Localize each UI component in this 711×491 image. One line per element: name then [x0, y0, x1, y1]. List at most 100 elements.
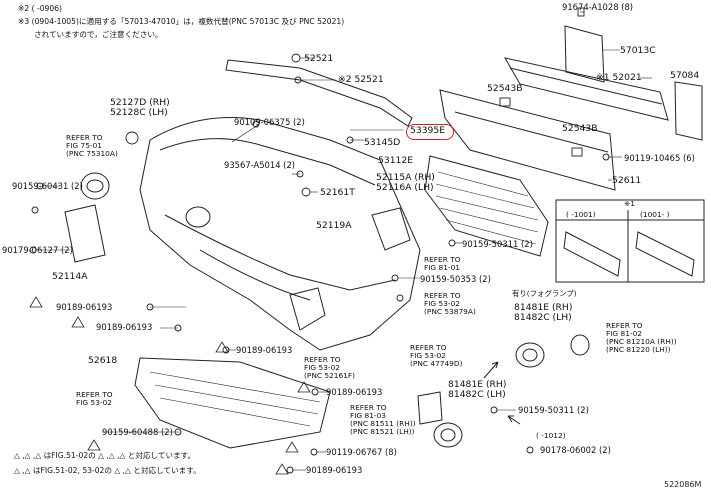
ref-label: REFER TO — [410, 343, 447, 352]
part-52114A: 52114A — [52, 271, 88, 282]
lower-grille — [424, 155, 549, 257]
part-90119-06767: 90119-06767 (8) — [326, 447, 397, 457]
fog-lamp-bezel — [417, 391, 443, 425]
front-bumper-cover — [139, 117, 421, 351]
ref-fig-81-02[interactable]: REFER TO FIG 81-02 (PNC 81210A (RH)) (PN… — [606, 322, 677, 354]
fog-lamp-cover — [570, 334, 590, 356]
part-57084: 57084 — [670, 70, 700, 81]
lower-cover — [134, 357, 331, 449]
inset-left-range: ( -1001) — [566, 210, 596, 219]
ref-label: REFER TO — [424, 255, 461, 264]
part-81481E: 81481E (RH) — [514, 302, 573, 313]
ref-pnc: (PNC 47749D) — [410, 359, 463, 368]
part-90159-50311-b: 90159-50311 (2) — [518, 405, 589, 415]
part-52021: ※1 52021 — [596, 72, 642, 83]
part-90189-d: 90189-06193 — [326, 387, 383, 397]
ref-label: REFER TO — [304, 355, 341, 364]
ref-pnc: (PNC 81210A (RH)) — [606, 337, 677, 346]
reinforcement-bracket — [564, 25, 605, 83]
ref-pnc: (PNC 75310A) — [66, 149, 118, 158]
part-90189-c: 90189-06193 — [236, 345, 293, 355]
part-91674: 91674-A1028 (8) — [562, 2, 634, 12]
part-81482C: 81482C (LH) — [514, 312, 572, 323]
ref-fig-53-02-b[interactable]: REFER TO FIG 53-02 (PNC 47749D) — [410, 344, 462, 368]
ref-label: REFER TO — [66, 133, 103, 142]
part-52128C: 52128C (LH) — [110, 107, 168, 118]
part-90159-50311-a: 90159-50311 (2) — [462, 239, 533, 249]
ref-fig: FIG 81-02 — [606, 329, 642, 338]
ref-fig: FIG 81-03 — [350, 411, 386, 420]
fog-lamp-upper — [515, 342, 545, 368]
ref-fig: FIG 53-02 — [76, 398, 112, 407]
license-bracket — [64, 204, 106, 263]
part-81482C-lower: 81482C (LH) — [448, 389, 506, 400]
energy-absorber — [439, 89, 616, 191]
part-52119A: 52119A — [316, 220, 352, 231]
part-52521-alt: ※2 52521 — [338, 74, 384, 85]
part-90159-60431: 90159-60431 (2) — [12, 181, 83, 191]
part-52543B-upper: 52543B — [487, 83, 523, 94]
bottom-note-1: △ ,△ ,△ はFIG.51-02の △ ,△ ,△ と対応しています。 — [14, 451, 196, 460]
part-52543B-lower: 52543B — [562, 123, 598, 134]
part-90189-b: 90189-06193 — [96, 322, 153, 332]
fog-lamp-label: 有り(フォグランプ) — [512, 289, 577, 298]
fog-lamp-lower — [433, 422, 463, 448]
inset-frame — [555, 199, 705, 283]
ref-fig: FIG 53-02 — [410, 351, 446, 360]
part-90179: 90179-06127 (2) — [2, 245, 73, 255]
part-90119-10465: 90119-10465 (6) — [624, 153, 695, 163]
part-90178: 90178-06002 (2) — [540, 445, 611, 455]
part-90159-50353: 90159-50353 (2) — [420, 274, 491, 284]
ref-pnc: (PNC 81220 (LH)) — [606, 345, 671, 354]
part-52521: 52521 — [304, 53, 334, 64]
ref-label: REFER TO — [350, 403, 387, 412]
part-52115A: 52115A (RH) — [376, 172, 435, 183]
ref-fig-81-03[interactable]: REFER TO FIG 81-03 (PNC 81511 (RH)) (PNC… — [350, 404, 416, 436]
ref-pnc: (PNC 52161F) — [304, 371, 356, 380]
ref-fig-75-01[interactable]: REFER TO FIG 75-01 (PNC 75310A) — [66, 134, 118, 158]
note-line-1: ※2 ( -0906) — [18, 4, 63, 13]
ref-label: REFER TO — [424, 291, 461, 300]
bumper-reinforcement — [504, 57, 669, 121]
ref-label: REFER TO — [76, 390, 113, 399]
part-57013C: 57013C — [620, 45, 656, 56]
inset-label: ※1 — [624, 199, 635, 208]
ref-pnc: (PNC 81511 (RH)) — [350, 419, 416, 428]
part-52127D: 52127D (RH) — [110, 97, 170, 108]
part-90189-e: 90189-06193 — [306, 465, 363, 475]
part-53112E: 53112E — [378, 155, 414, 166]
range-1012: ( -1012) — [536, 431, 566, 440]
ref-fig-53-02-c[interactable]: REFER TO FIG 53-02 (PNC 52161F) — [304, 356, 355, 380]
emblem — [80, 172, 110, 200]
inset-right-range: (1001- ) — [640, 210, 670, 219]
ref-fig: FIG 53-02 — [424, 299, 460, 308]
highlight-53395E — [406, 124, 454, 140]
part-52611: 52611 — [612, 175, 642, 186]
ref-fig-53-02-a[interactable]: REFER TO FIG 53-02 (PNC 53879A) — [424, 292, 476, 316]
part-90189-a: 90189-06193 — [56, 302, 113, 312]
part-90109: 90109-06375 (2) — [234, 117, 305, 127]
part-90159-60488: 90159-60488 (2) — [102, 427, 173, 437]
bottom-note-2: △ ,△ はFIG.51-02, 53-02の △ ,△ と対応しています。 — [14, 466, 201, 475]
ref-pnc: (PNC 53879A) — [424, 307, 476, 316]
diagram-code: 522086M — [664, 480, 702, 489]
ref-pnc: (PNC 81521 (LH)) — [350, 427, 415, 436]
ref-fig: FIG 53-02 — [304, 363, 340, 372]
ref-fig: FIG 75-01 — [66, 141, 102, 150]
part-52116A: 52116A (LH) — [376, 182, 434, 193]
part-52618: 52618 — [88, 355, 118, 366]
ref-label: REFER TO — [606, 321, 643, 330]
side-bracket-rh — [674, 81, 703, 141]
part-53145D: 53145D — [364, 137, 401, 148]
part-81481E-lower: 81481E (RH) — [448, 379, 507, 390]
ref-fig: FIG 81-01 — [424, 263, 460, 272]
part-52161T: 52161T — [320, 187, 355, 198]
part-93567: 93567-A5014 (2) — [224, 160, 296, 170]
note-line-2: ※3 (0904-1005)に適用する「57013-47010」は，複数代替(P… — [18, 17, 345, 26]
part-53395E: 53395E — [410, 125, 446, 136]
ref-fig-81-01[interactable]: REFER TO FIG 81-01 — [424, 256, 461, 272]
ref-fig-53-02-d[interactable]: REFER TO FIG 53-02 — [76, 391, 113, 407]
bumper-side-support — [371, 207, 411, 251]
note-line-3: されていますので，ご注意ください。 — [34, 30, 163, 39]
